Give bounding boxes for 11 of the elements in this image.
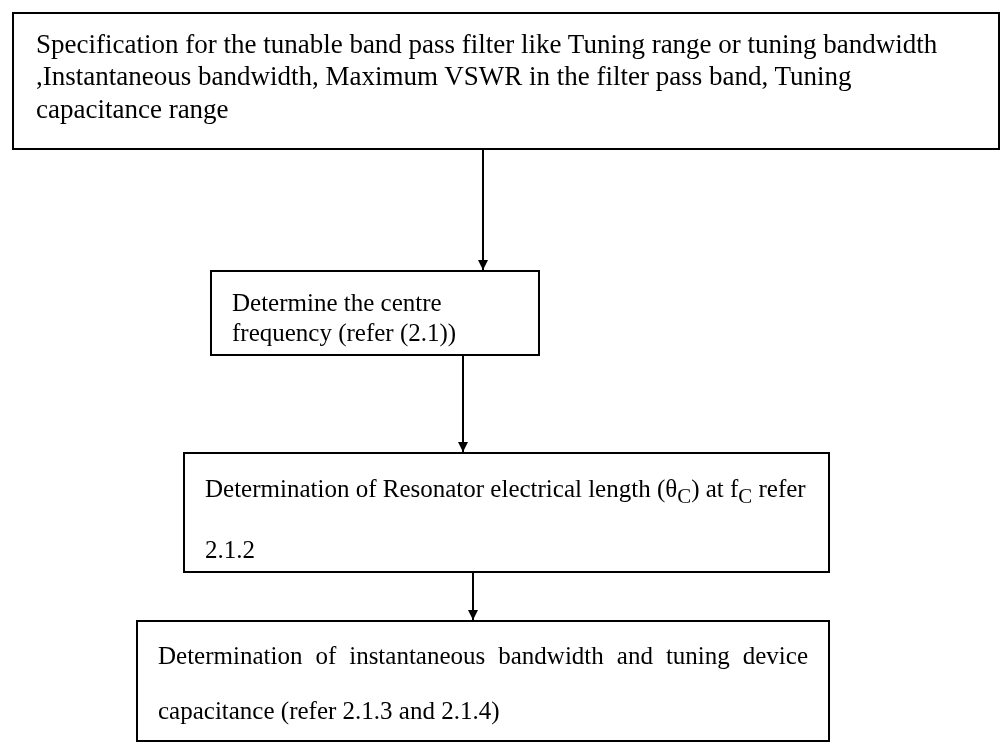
arrow (458, 355, 468, 453)
box-text: Determination of instantaneous bandwidth and tuning device capacitance (refer 2.1.3 and 2.1.4) (158, 641, 808, 727)
box-text: Specification for the tunable band pass filter like Tuning range or tuning bandwidth ,Instantaneous bandwidth, Maximum VSWR in the filter pass band, Tuning capacitance range (36, 28, 939, 126)
box-text: Determination of Resonator electrical length (θ$_{C}$) at f$_{C}$ refer 2.1.2 (205, 474, 807, 565)
process-box (183, 452, 830, 573)
box-text: Determine the centre frequency (refer (2.1)) (232, 288, 458, 348)
process-box (12, 12, 1000, 150)
process-box (210, 270, 540, 356)
arrow (468, 572, 478, 621)
process-box (136, 620, 830, 742)
arrow (478, 149, 488, 271)
